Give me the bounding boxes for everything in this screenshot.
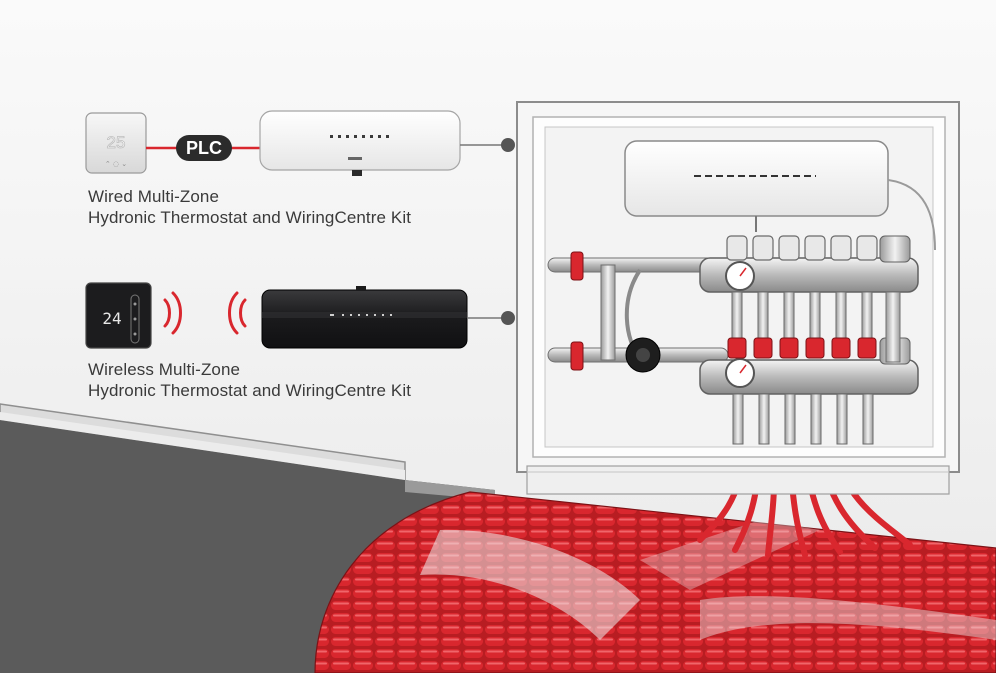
wired-kit: 25 ⌃ ◌ ⌄ PLC — [85, 110, 515, 176]
manifold-assembly — [547, 235, 919, 445]
wireless-caption-line1: Wireless Multi-Zone — [88, 360, 241, 379]
wireless-thermostat-buttons — [130, 294, 140, 344]
wireless-kit-caption: Wireless Multi-Zone Hydronic Thermostat … — [88, 359, 411, 401]
wired-thermostat-display: 25 — [107, 133, 126, 152]
wireless-kit: 24 — [85, 282, 515, 349]
wired-thermostat — [85, 112, 147, 174]
wireless-caption-line2: Hydronic Thermostat and WiringCentre Kit — [88, 381, 412, 400]
wired-hub-logo — [348, 157, 362, 160]
red-valve-handle-top — [570, 251, 584, 281]
wireless-led-row — [330, 314, 392, 316]
wired-kit-caption: Wired Multi-Zone Hydronic Thermostat and… — [88, 186, 411, 228]
floor — [0, 403, 996, 673]
cabinet-wiring-centre — [624, 140, 936, 251]
wireless-connector-dot-icon — [501, 311, 515, 325]
plc-badge-label: PLC — [186, 138, 222, 158]
wired-caption-line1: Wired Multi-Zone — [88, 187, 220, 206]
wired-connector-dot-icon — [501, 138, 515, 152]
red-valve-handle-bottom — [570, 341, 584, 371]
wired-wiring-centre — [259, 110, 461, 171]
radio-waves-icon — [163, 291, 247, 335]
wired-thermostat-controls-icon: ⌃ ◌ ⌄ — [105, 160, 127, 168]
wireless-thermostat-display: 24 — [102, 309, 121, 328]
plc-badge — [176, 135, 232, 161]
wired-led-row — [330, 135, 389, 138]
wired-caption-line2: Hydronic Thermostat and WiringCentre Kit — [88, 208, 412, 227]
wireless-wiring-centre — [261, 289, 468, 349]
wireless-thermostat — [85, 282, 152, 349]
